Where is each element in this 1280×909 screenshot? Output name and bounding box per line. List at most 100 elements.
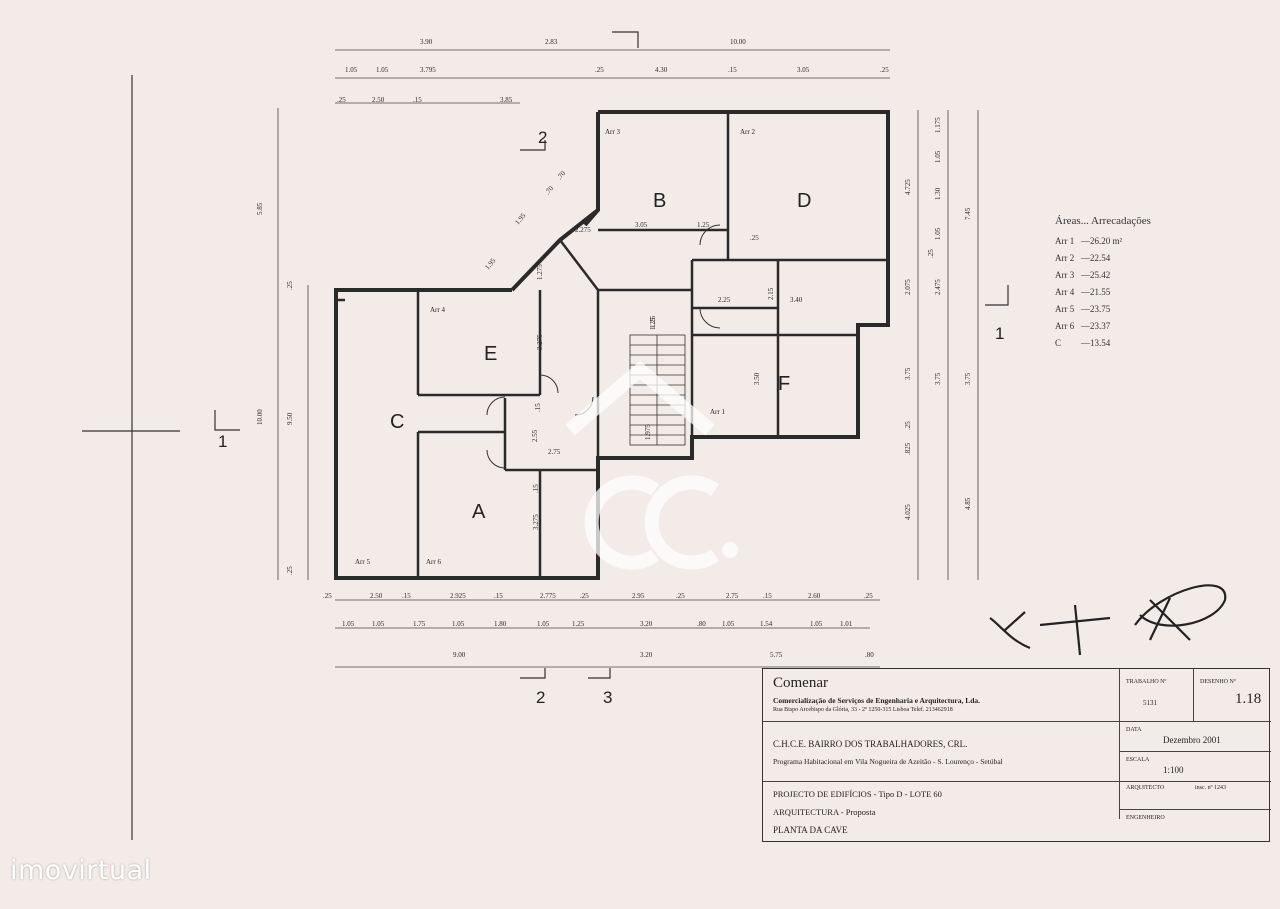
- dim-label: 1.75: [413, 620, 426, 628]
- areas-key: Arr 2: [1055, 252, 1075, 263]
- dim-label: 1.54: [760, 620, 773, 628]
- areas-value: —26.20 m²: [1081, 235, 1123, 246]
- signature-marks: [989, 584, 1227, 656]
- dim-label: 1.95: [483, 256, 497, 271]
- dim-label: .25: [337, 96, 346, 104]
- dim-label: 3.75: [934, 372, 942, 385]
- dim-label: 10.00: [730, 38, 746, 46]
- room-letter-a: A: [472, 501, 486, 523]
- engenheiro-label: ENGENHEIRO: [1126, 815, 1165, 821]
- dim-label: 3.795: [420, 66, 436, 74]
- areas-key: Arr 5: [1055, 303, 1075, 314]
- dim-label: 1.25: [649, 317, 657, 330]
- dim-label: 7.45: [964, 207, 972, 220]
- storage-label: Arr 5: [355, 558, 370, 566]
- dim-label: .15: [532, 484, 540, 493]
- sheet-name: PLANTA DA CAVE: [773, 825, 848, 835]
- dim-label: 2.83: [545, 38, 558, 46]
- escala-label: ESCALA: [1126, 757, 1150, 763]
- dim-label: 4.025: [904, 504, 912, 520]
- dim-label: 3.275: [536, 334, 544, 350]
- areas-key: Arr 1: [1055, 235, 1075, 246]
- client-name: C.H.C.E. BAIRRO DOS TRABALHADORES, CRL.: [773, 739, 968, 749]
- dim-label: 2.475: [934, 279, 942, 295]
- areas-row: Arr 4 —21.55: [1055, 283, 1225, 300]
- areas-row: Arr 3—25.42: [1055, 266, 1225, 283]
- dim-label: 2.60: [808, 592, 821, 600]
- areas-row: Arr 6—23.37: [1055, 317, 1225, 334]
- dim-label: 1.05: [345, 66, 358, 74]
- storage-label: Arr 2: [740, 128, 755, 136]
- areas-value: —23.75: [1081, 303, 1111, 314]
- dim-label: 1.05: [376, 66, 389, 74]
- areas-key: Arr 6: [1055, 320, 1075, 331]
- trabalho-value: 5131: [1143, 699, 1157, 707]
- areas-value: —21.55: [1081, 286, 1111, 297]
- dim-label: 1.05: [722, 620, 735, 628]
- dim-label: .15: [413, 96, 422, 104]
- areas-key: C: [1055, 337, 1062, 348]
- dim-label: 3.90: [420, 38, 433, 46]
- section-mark: 2: [538, 128, 547, 147]
- section-mark: 3: [603, 688, 612, 707]
- dim-label: .70: [555, 169, 567, 181]
- storage-label: Arr 4: [430, 306, 445, 314]
- room-letter-d: D: [797, 190, 811, 212]
- dim-label: 3.05: [635, 221, 648, 229]
- dim-label: .25: [880, 66, 889, 74]
- dim-label: 9.50: [286, 412, 294, 425]
- dim-label: .70: [543, 184, 555, 196]
- data-label: DATA: [1126, 727, 1142, 733]
- dim-label: .25: [864, 592, 873, 600]
- dim-label: 10.00: [256, 409, 264, 425]
- areas-key: Arr 4: [1055, 286, 1075, 297]
- dim-label: 3.75: [964, 372, 972, 385]
- dim-label: 1.05: [934, 227, 942, 240]
- dim-label: 3.275: [532, 514, 540, 530]
- dim-label: .825: [904, 442, 912, 455]
- room-letter-b: B: [653, 190, 666, 212]
- dim-label: 1.30: [934, 187, 942, 200]
- dim-label: .15: [534, 403, 542, 412]
- areas-row: Arr 1 —26.20 m²: [1055, 232, 1225, 249]
- dim-label: 4.30: [655, 66, 668, 74]
- dim-label: 1.80: [494, 620, 507, 628]
- dim-label: 2.55: [531, 429, 539, 442]
- areas-value: —22.54: [1081, 252, 1111, 263]
- dim-label: 1.25: [697, 221, 710, 229]
- dim-label: 1.25: [572, 620, 585, 628]
- dim-label: 2.75: [548, 448, 561, 456]
- dim-label: 5.75: [770, 651, 783, 659]
- dim-label: 1.975: [644, 424, 652, 440]
- dim-label: 2.075: [904, 279, 912, 295]
- dim-label: .25: [750, 234, 759, 242]
- areas-title: Áreas... Arrecadações: [1055, 215, 1151, 227]
- dim-label: .15: [494, 592, 503, 600]
- dim-label: 1.275: [536, 264, 544, 280]
- areas-row: Arr 5 —23.75: [1055, 300, 1225, 317]
- section-mark: 2: [536, 688, 545, 707]
- dim-label: .25: [676, 592, 685, 600]
- company-name: Comenar: [773, 675, 828, 691]
- dim-label: 2.275: [575, 226, 591, 234]
- room-letter-f: F: [778, 373, 790, 395]
- dim-label: 1.95: [513, 211, 527, 226]
- dim-label: .25: [286, 281, 294, 290]
- dim-label: 1.25: [649, 315, 657, 328]
- dim-label: .15: [763, 592, 772, 600]
- desenho-label: DESENHO Nº: [1200, 679, 1236, 685]
- dim-label: 2.50: [372, 96, 385, 104]
- dim-label: .15: [728, 66, 737, 74]
- section-mark: 1: [218, 432, 227, 451]
- dim-label: 3.85: [500, 96, 513, 104]
- storage-label: Arr 3: [605, 128, 620, 136]
- dim-label: .15: [402, 592, 411, 600]
- dim-label: 1.05: [452, 620, 465, 628]
- dim-label: 2.25: [718, 296, 731, 304]
- dim-label: .25: [580, 592, 589, 600]
- arquitecto-label: ARQUITECTO: [1126, 785, 1165, 791]
- dim-label: 1.175: [934, 117, 942, 133]
- areas-key: Arr 3: [1055, 269, 1075, 280]
- dim-label: .25: [904, 421, 912, 430]
